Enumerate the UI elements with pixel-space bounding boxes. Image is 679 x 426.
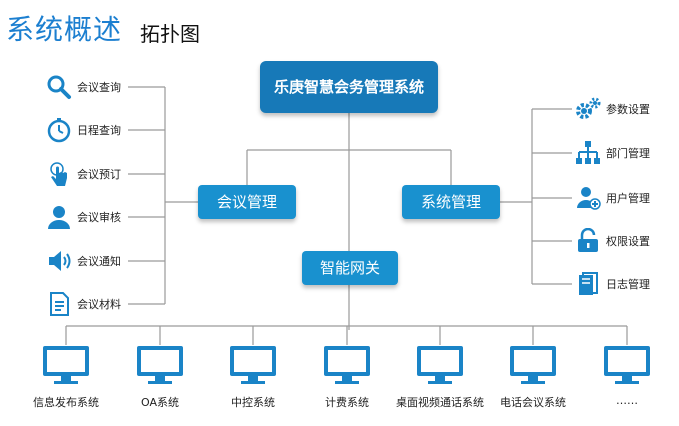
page-title: 系统概述 [6,13,123,46]
user-add-icon [573,183,603,213]
page-subtitle: 拓扑图 [140,22,200,46]
smart-gateway-node: 智能网关 [302,251,398,285]
subsystem-label: 中控系统 [231,396,275,409]
lock-icon [573,226,603,256]
meeting-item-query: 会议查询 [44,72,121,102]
meeting-item-materials: 会议材料 [44,289,121,319]
subsystem-label: 电话会议系统 [500,396,566,409]
subsystem-label: 计费系统 [325,396,369,409]
speaker-icon [44,246,74,276]
system-item-logs: 日志管理 [573,269,650,299]
subsystem-label: OA系统 [141,396,179,409]
monitor-icon [509,345,557,385]
meeting-item-review: 会议审核 [44,202,121,232]
monitor-icon [42,345,90,385]
monitor-icon [323,345,371,385]
user-icon [44,202,74,232]
books-icon [573,269,603,299]
meeting-item-schedule: 日程查询 [44,115,121,145]
system-item-users: 用户管理 [573,183,650,213]
subsystem-label: 信息发布系统 [33,396,99,409]
stopwatch-icon [44,115,74,145]
meeting-management-node: 会议管理 [198,185,296,219]
monitor-icon [603,345,651,385]
meeting-item-booking: 会议预订 [44,159,121,189]
system-item-departments: 部门管理 [573,138,650,168]
touch-hand-icon [44,159,74,189]
monitor-icon [416,345,464,385]
root-node: 乐庚智慧会务管理系统 [260,61,438,113]
subsystem-label: 桌面视频通话系统 [396,396,484,409]
system-management-node: 系统管理 [402,185,500,219]
document-icon [44,289,74,319]
monitor-icon [136,345,184,385]
search-icon [44,72,74,102]
subsystem-label: …… [616,394,638,407]
org-chart-icon [573,138,603,168]
monitor-icon [229,345,277,385]
system-item-permissions: 权限设置 [573,226,650,256]
system-item-parameters: 参数设置 [573,94,650,124]
meeting-item-notice: 会议通知 [44,246,121,276]
gears-icon [573,94,603,124]
